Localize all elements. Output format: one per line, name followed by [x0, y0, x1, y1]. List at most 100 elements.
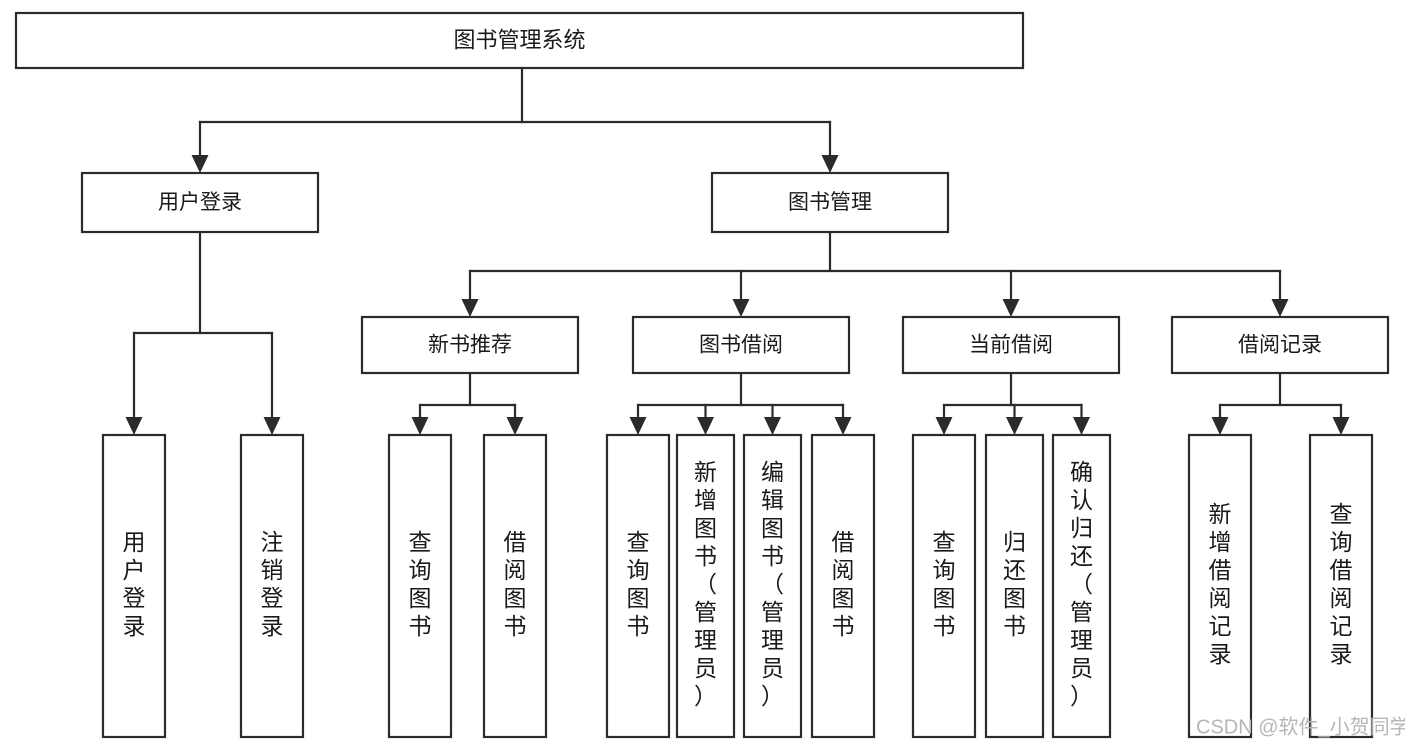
watermark-layer: CSDN @软件_小贺同学 [1196, 715, 1405, 738]
node-user-login-rect [80, 171, 320, 234]
node-query-book-2-rect [605, 433, 671, 739]
node-add-book-label-char: 新 [694, 459, 717, 485]
node-book-manage[interactable]: 图书管理 [710, 171, 950, 234]
node-add-borrow-record-label-char: 新 [1209, 501, 1232, 527]
node-add-book-label-char: 增 [694, 487, 717, 513]
current-borrow-to-query-book-3-head [935, 417, 953, 435]
node-borrow-record-label: 借阅记录 [1238, 334, 1322, 357]
connectors-layer [125, 66, 1350, 435]
node-current-borrow-rect [901, 315, 1121, 375]
book-manage-to-current-borrow-head [1002, 299, 1020, 317]
book-manage-to-new-book-recommend-head [461, 299, 479, 317]
node-query-book-3-label-char: 书 [933, 613, 956, 639]
node-query-book-1-label-char: 图 [409, 585, 432, 611]
node-user-login-label: 用户登录 [158, 191, 242, 214]
node-add-borrow-record-rect [1187, 433, 1253, 739]
node-add-book-label-char: （ [694, 571, 717, 597]
node-query-borrow-record-label-char: 查 [1330, 501, 1353, 527]
node-return-book-rect [984, 433, 1045, 739]
current-borrow-to-return-book-head [1006, 417, 1023, 435]
node-borrow-record-rect [1170, 315, 1390, 375]
node-root-book-system[interactable]: 图书管理系统 [14, 11, 1025, 70]
node-user-logout-rect [239, 433, 305, 739]
node-user-logout-label-char: 登 [261, 585, 284, 611]
node-user-logout-label-char: 注 [261, 529, 284, 555]
node-query-book-1-label-char: 询 [409, 557, 432, 583]
node-root-book-system-label: 图书管理系统 [453, 27, 585, 52]
node-current-borrow[interactable]: 当前借阅 [901, 315, 1121, 375]
borrow-record-to-query-borrow-record-head [1332, 417, 1350, 435]
node-confirm-return-label-char: 确 [1070, 459, 1093, 485]
node-confirm-return-label-char: 理 [1070, 627, 1093, 653]
node-borrow-book-1-label-char: 书 [504, 613, 527, 639]
node-user-login-do-label-char: 录 [123, 613, 146, 639]
book-borrow-to-query-book-2-head [629, 417, 647, 435]
node-new-book-recommend-rect [360, 315, 580, 375]
node-query-book-3-label-char: 询 [933, 557, 956, 583]
node-borrow-book-2-label-char: 借 [832, 529, 855, 555]
root-to-user-login-head [191, 155, 209, 173]
node-edit-book-label-char: 管 [761, 599, 784, 625]
node-add-borrow-record-label-char: 记 [1209, 613, 1232, 639]
node-confirm-return-label-char: （ [1070, 571, 1093, 597]
book-borrow-to-edit-book-head [764, 417, 781, 435]
node-query-borrow-record-label-char: 录 [1330, 641, 1353, 667]
node-return-book-label-char: 图 [1003, 585, 1026, 611]
book-borrow-to-borrow-book-2-head [834, 417, 852, 435]
node-borrow-book-1-rect [482, 433, 548, 739]
current-borrow-to-confirm-return-head [1073, 417, 1090, 435]
node-query-book-3-label-char: 查 [933, 529, 956, 555]
node-confirm-return-label-char: ） [1070, 683, 1093, 709]
node-book-manage-rect [710, 171, 950, 234]
node-borrow-book-1-label-char: 图 [504, 585, 527, 611]
node-user-login-do-label-char: 户 [123, 557, 146, 583]
node-add-borrow-record-label-char: 录 [1209, 641, 1232, 667]
node-add-book-rect [675, 433, 736, 739]
node-edit-book-label-char: 员 [761, 655, 784, 681]
node-confirm-return-label-char: 还 [1070, 543, 1093, 569]
node-query-book-1-rect [387, 433, 453, 739]
node-edit-book-label-char: 编 [761, 459, 784, 485]
node-user-login[interactable]: 用户登录 [80, 171, 320, 234]
node-add-borrow-record-label-char: 阅 [1209, 585, 1232, 611]
node-book-borrow-rect [631, 315, 851, 375]
node-new-book-recommend[interactable]: 新书推荐 [360, 315, 580, 375]
node-borrow-book-2-label-char: 阅 [832, 557, 855, 583]
node-return-book-label-char: 归 [1003, 529, 1026, 555]
new-book-recommend-to-query-book-1-head [411, 417, 429, 435]
node-borrow-record[interactable]: 借阅记录 [1170, 315, 1390, 375]
node-user-logout-label-char: 录 [261, 613, 284, 639]
node-add-borrow-record-label-char: 借 [1209, 557, 1232, 583]
node-user-logout-label-char: 销 [261, 557, 284, 583]
node-query-borrow-record-label-char: 借 [1330, 557, 1353, 583]
node-query-book-3-rect [911, 433, 977, 739]
node-add-book-label-char: ） [694, 683, 717, 709]
node-query-book-3-label-char: 图 [933, 585, 956, 611]
node-user-login-do-label-char: 用 [123, 529, 146, 555]
node-user-login-do[interactable]: 用户登录 [101, 433, 167, 739]
node-query-book-2-label-char: 询 [627, 557, 650, 583]
node-current-borrow-label: 当前借阅 [969, 334, 1053, 357]
new-book-recommend-to-borrow-book-1-head [506, 417, 524, 435]
nodes-layer: 图书管理系统用户登录图书管理用户登录注销登录新书推荐查询图书借阅图书图书借阅查询… [14, 11, 1390, 739]
node-book-borrow[interactable]: 图书借阅 [631, 315, 851, 375]
node-add-book-label-char: 员 [694, 655, 717, 681]
node-confirm-return-label-char: 员 [1070, 655, 1093, 681]
node-edit-book-label-char: 理 [761, 627, 784, 653]
node-confirm-return-label-char: 认 [1070, 487, 1093, 513]
node-root-book-system-rect [14, 11, 1025, 70]
node-book-borrow-label: 图书借阅 [699, 334, 783, 357]
